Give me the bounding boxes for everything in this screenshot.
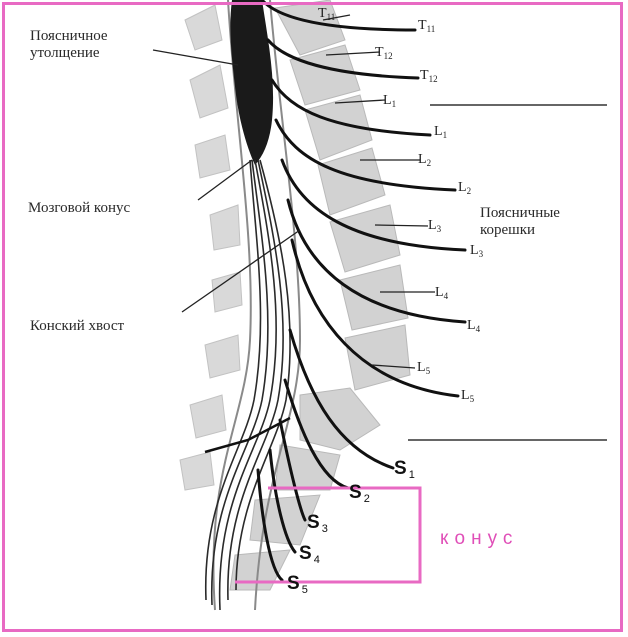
- posterior-arches: [179, 4, 243, 491]
- segment-label: L4: [435, 285, 449, 301]
- segment-label: L5: [461, 388, 475, 404]
- canal-wall-left: [212, 0, 252, 611]
- lumbar-root-lines: [256, 0, 467, 582]
- segment-label: L3: [470, 243, 484, 259]
- label-lumbar-roots: Поясничные корешки: [480, 205, 560, 239]
- dural-sac-end: [204, 416, 291, 454]
- pink-frame: [2, 2, 623, 632]
- segment-label: L1: [383, 93, 397, 109]
- leader-lines: [152, 14, 435, 369]
- segment-label: L2: [418, 152, 432, 168]
- segment-label: T12: [375, 45, 393, 61]
- conus-annotation: конус: [440, 528, 519, 549]
- segment-label: L5: [417, 360, 431, 376]
- label-lumbar-enlargement: Поясничное утолщение: [30, 28, 108, 62]
- segment-label: T11: [418, 18, 436, 34]
- segment-label: T12: [420, 68, 438, 84]
- segment-label: L4: [467, 318, 481, 334]
- label-cauda-equina: Конский хвост: [30, 318, 125, 334]
- conus-bracket: [235, 486, 422, 584]
- label-conus-medullaris: Мозговой конус: [28, 200, 131, 216]
- segment-label: L3: [428, 218, 442, 234]
- segment-label: T11: [318, 6, 336, 22]
- canal-wall-right: [254, 0, 302, 611]
- cauda-equina-fibres: [204, 159, 291, 611]
- segment-label: L1: [434, 124, 448, 140]
- spinal-cord: [230, 0, 274, 165]
- segment-label: L2: [458, 180, 472, 196]
- vertebral-bodies: [229, 0, 411, 591]
